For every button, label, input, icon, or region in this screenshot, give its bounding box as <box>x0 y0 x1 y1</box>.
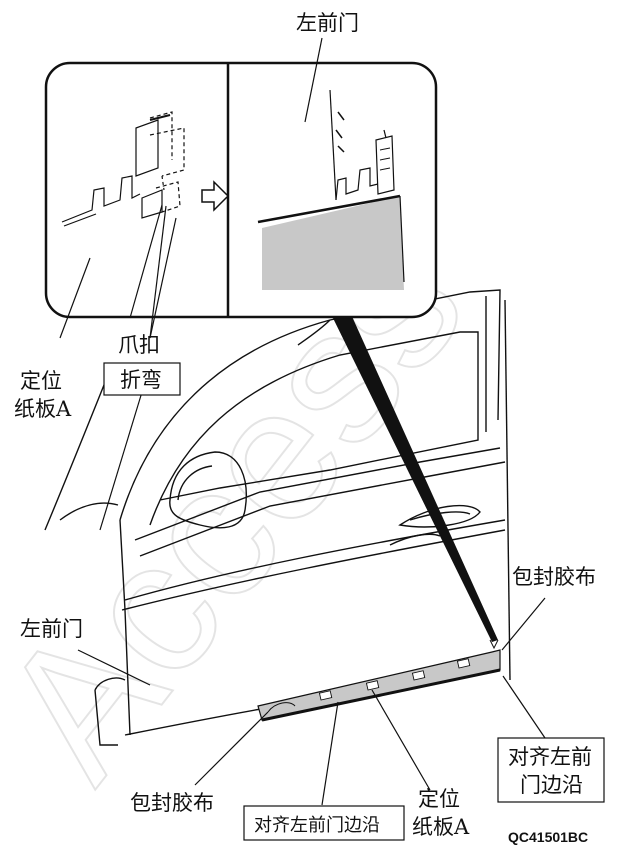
label-bend: 折弯 <box>120 368 162 392</box>
label-template-b-line2: 纸板A <box>412 815 470 839</box>
label-left-door: 左前门 <box>20 617 83 641</box>
inset-right-drawing <box>257 89 405 290</box>
label-bend-box <box>103 362 181 396</box>
label-align-bottom-box <box>243 805 405 841</box>
label-template-b-line1: 定位 <box>418 787 460 811</box>
template-strip <box>257 639 501 722</box>
label-clip: 爪扣 <box>118 333 160 357</box>
label-align-right-line2: 门边沿 <box>520 773 583 797</box>
label-template-line1: 定位 <box>20 369 62 393</box>
zoom-wedge <box>330 312 498 642</box>
label-template-line2: 纸板A <box>14 397 72 421</box>
car-door-outline <box>44 289 511 746</box>
label-top-door: 左前门 <box>296 11 359 35</box>
label-align-right-line1: 对齐左前 <box>508 745 592 769</box>
label-align-bottom: 对齐左前门边沿 <box>254 815 380 836</box>
label-tape-right: 包封胶布 <box>512 565 596 589</box>
leader-lines <box>59 37 546 806</box>
inset-left-drawing <box>61 111 185 227</box>
right-arrow-icon <box>201 180 230 212</box>
label-tape-bottom: 包封胶布 <box>130 791 214 815</box>
inset-callout <box>44 61 438 319</box>
label-align-right-box <box>497 737 605 803</box>
figure-code: QC41501BC <box>508 829 588 845</box>
